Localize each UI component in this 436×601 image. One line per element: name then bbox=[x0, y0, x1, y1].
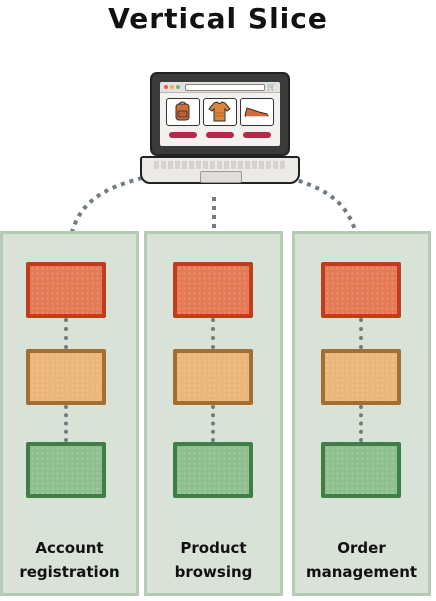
product-card-backpack bbox=[166, 98, 200, 126]
layer-block-bottom bbox=[173, 442, 253, 498]
backpack-icon bbox=[175, 101, 190, 121]
slice-column-account-registration: Account registration bbox=[0, 231, 139, 596]
product-card-sweater bbox=[203, 98, 237, 126]
product-card-shoe bbox=[240, 98, 274, 126]
column-label-line2: registration bbox=[19, 563, 120, 581]
browser-dot-icon bbox=[176, 85, 180, 89]
slice-column-order-management: Order management bbox=[292, 231, 431, 596]
laptop-keyboard bbox=[154, 161, 286, 169]
layer-block-middle bbox=[321, 349, 401, 405]
product-button[interactable] bbox=[243, 132, 271, 138]
product-button[interactable] bbox=[206, 132, 234, 138]
sweater-icon bbox=[208, 101, 231, 122]
column-label-line1: Order bbox=[337, 539, 386, 557]
layer-connector bbox=[64, 318, 68, 349]
browser-url-bar bbox=[185, 84, 265, 91]
layer-connector bbox=[211, 318, 215, 349]
layer-connector bbox=[211, 405, 215, 442]
product-button[interactable] bbox=[169, 132, 197, 138]
layer-block-top bbox=[173, 262, 253, 318]
column-label-line2: management bbox=[305, 563, 418, 581]
layer-block-top bbox=[321, 262, 401, 318]
shoe-icon bbox=[244, 107, 269, 118]
column-label-line1: Product bbox=[180, 539, 247, 557]
layer-block-top bbox=[26, 262, 106, 318]
laptop-lid: 🛒 bbox=[150, 72, 290, 156]
cart-icon: 🛒 bbox=[267, 83, 276, 91]
layer-block-bottom bbox=[321, 442, 401, 498]
browser-bar: 🛒 bbox=[160, 82, 280, 93]
column-label-line2: browsing bbox=[174, 563, 253, 581]
layer-block-bottom bbox=[26, 442, 106, 498]
layer-block-middle bbox=[173, 349, 253, 405]
layer-block-middle bbox=[26, 349, 106, 405]
laptop-touchpad bbox=[200, 171, 242, 183]
browser-dot-icon bbox=[170, 85, 174, 89]
layer-connector bbox=[64, 405, 68, 442]
laptop-base bbox=[140, 156, 300, 184]
laptop-screen: 🛒 bbox=[160, 82, 280, 146]
browser-dot-icon bbox=[164, 85, 168, 89]
diagram-title: Vertical Slice bbox=[108, 2, 328, 35]
layer-connector bbox=[359, 405, 363, 442]
layer-connector bbox=[359, 318, 363, 349]
laptop-illustration: 🛒 bbox=[140, 72, 300, 194]
column-label-line1: Account bbox=[35, 539, 104, 557]
connector-right bbox=[289, 176, 362, 256]
slice-column-product-browsing: Product browsing bbox=[144, 231, 283, 596]
